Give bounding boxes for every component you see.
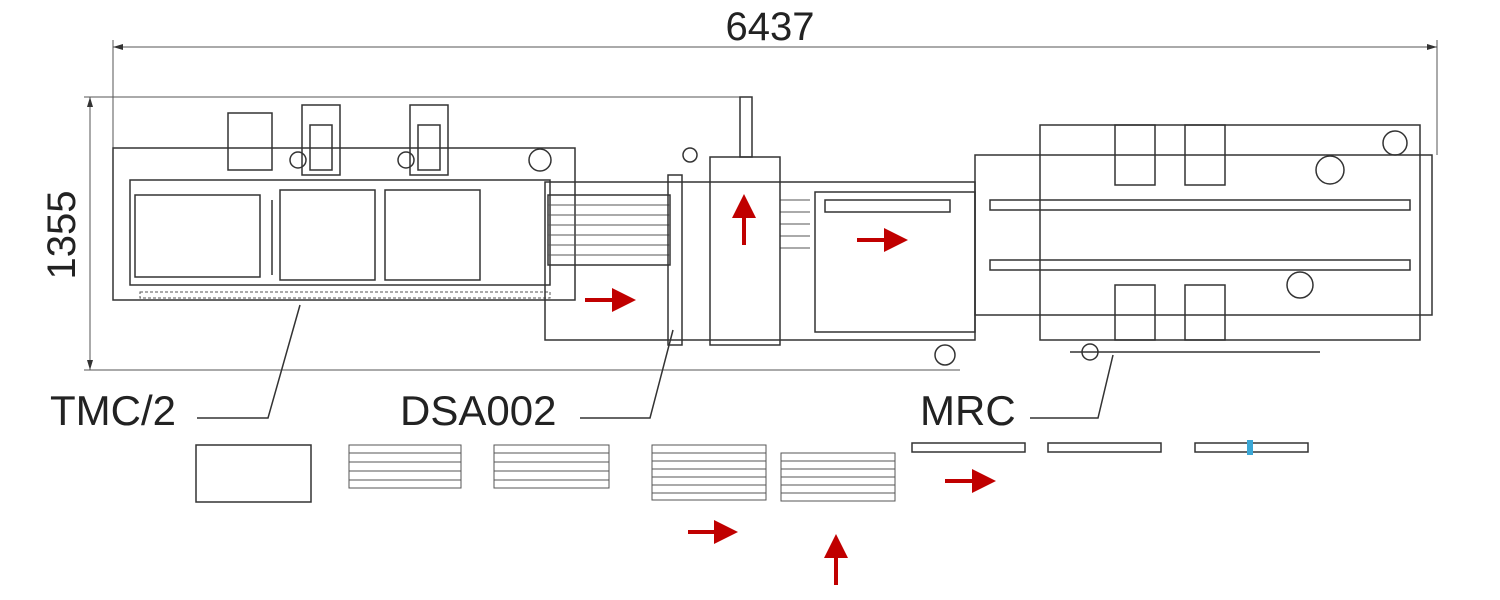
label-tmc2: TMC/2 <box>50 387 176 434</box>
labels: TMC/2 DSA002 MRC <box>50 304 1114 434</box>
dsa002-machine <box>544 96 976 366</box>
cut-marker <box>1247 440 1253 455</box>
product-stages <box>195 440 1309 503</box>
height-dimension: 1355 <box>40 96 960 371</box>
mrc-machine <box>974 124 1433 361</box>
tmc2-machine <box>112 104 576 301</box>
length-dimension: 6437 <box>112 5 1438 155</box>
length-value: 6437 <box>726 5 815 49</box>
flow-arrows <box>585 194 996 585</box>
label-mrc: MRC <box>920 387 1016 434</box>
label-dsa002: DSA002 <box>400 387 556 434</box>
height-value: 1355 <box>40 191 84 280</box>
